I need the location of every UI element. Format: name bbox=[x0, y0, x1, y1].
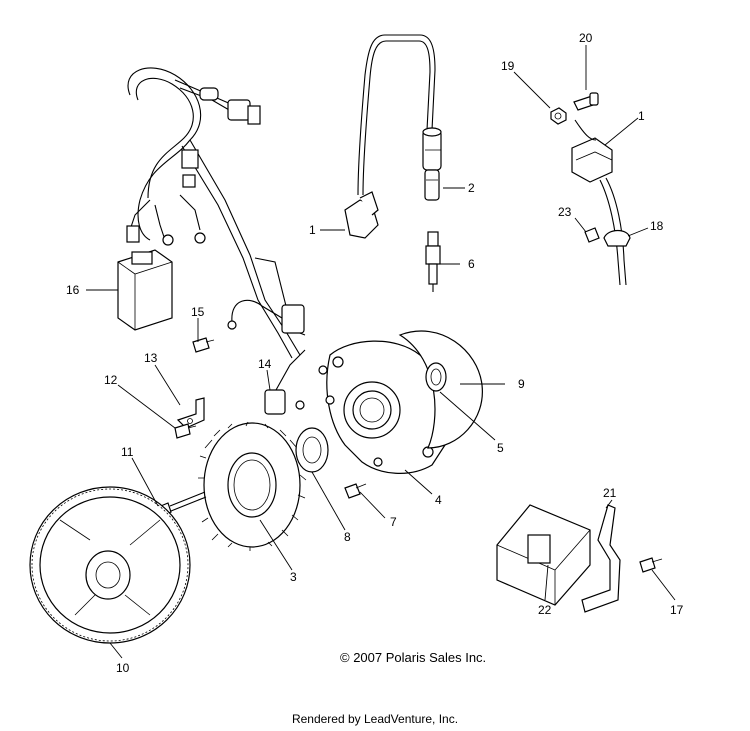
callout-12: 12 bbox=[104, 373, 118, 387]
callout-20: 20 bbox=[579, 31, 593, 45]
callout-11: 11 bbox=[121, 445, 134, 459]
wiring-harness bbox=[126, 67, 306, 359]
flywheel-10 bbox=[29, 486, 191, 644]
callout-10: 10 bbox=[116, 661, 130, 675]
regulator-22 bbox=[496, 504, 591, 606]
callout-6: 6 bbox=[468, 257, 475, 271]
bolt-15 bbox=[192, 299, 283, 353]
seal-5 bbox=[425, 362, 447, 392]
screw-12 bbox=[174, 423, 197, 439]
bracket-13 bbox=[176, 397, 205, 429]
callout-14: 14 bbox=[258, 357, 272, 371]
callout-labels: 20 19 1 2 1 6 23 18 16 15 13 14 12 9 5 1… bbox=[66, 31, 684, 675]
callout-23: 23 bbox=[558, 205, 572, 219]
callout-1-right: 1 bbox=[638, 109, 645, 123]
seal-8 bbox=[295, 427, 329, 473]
leader-lines bbox=[86, 45, 676, 659]
callout-9: 9 bbox=[518, 377, 525, 391]
rendered-by-text: Rendered by LeadVenture, Inc. bbox=[291, 712, 459, 726]
callout-4: 4 bbox=[435, 493, 442, 507]
callout-7: 7 bbox=[390, 515, 397, 529]
callout-2: 2 bbox=[468, 181, 475, 195]
screw-17 bbox=[639, 557, 663, 573]
cdi-box-16 bbox=[117, 249, 173, 331]
callout-21: 21 bbox=[603, 486, 617, 500]
callout-18: 18 bbox=[650, 219, 664, 233]
callout-15: 15 bbox=[191, 305, 205, 319]
bolt-7 bbox=[344, 483, 367, 499]
callout-5: 5 bbox=[497, 441, 504, 455]
clamp-18 bbox=[603, 229, 631, 247]
callout-19: 19 bbox=[501, 59, 515, 73]
spark-plug-cap-2 bbox=[422, 127, 442, 201]
callout-1-left: 1 bbox=[309, 223, 316, 237]
ignition-coil-1 bbox=[344, 34, 436, 239]
callout-13: 13 bbox=[144, 351, 158, 365]
stator-plate-4 bbox=[326, 340, 449, 474]
bracket-21 bbox=[581, 504, 621, 613]
callout-8: 8 bbox=[344, 530, 351, 544]
bolt-23 bbox=[584, 227, 600, 243]
callout-17: 17 bbox=[670, 603, 684, 617]
callout-3: 3 bbox=[290, 570, 297, 584]
callout-16: 16 bbox=[66, 283, 80, 297]
stator-3 bbox=[197, 421, 307, 551]
copyright-text: © 2007 Polaris Sales Inc. bbox=[340, 650, 487, 665]
ignition-coil-1-right bbox=[571, 119, 627, 286]
nut-19 bbox=[550, 107, 567, 125]
pickup-14 bbox=[264, 349, 335, 415]
bolt-20 bbox=[573, 92, 599, 111]
spark-plug-6 bbox=[425, 231, 441, 292]
callout-22: 22 bbox=[538, 603, 552, 617]
